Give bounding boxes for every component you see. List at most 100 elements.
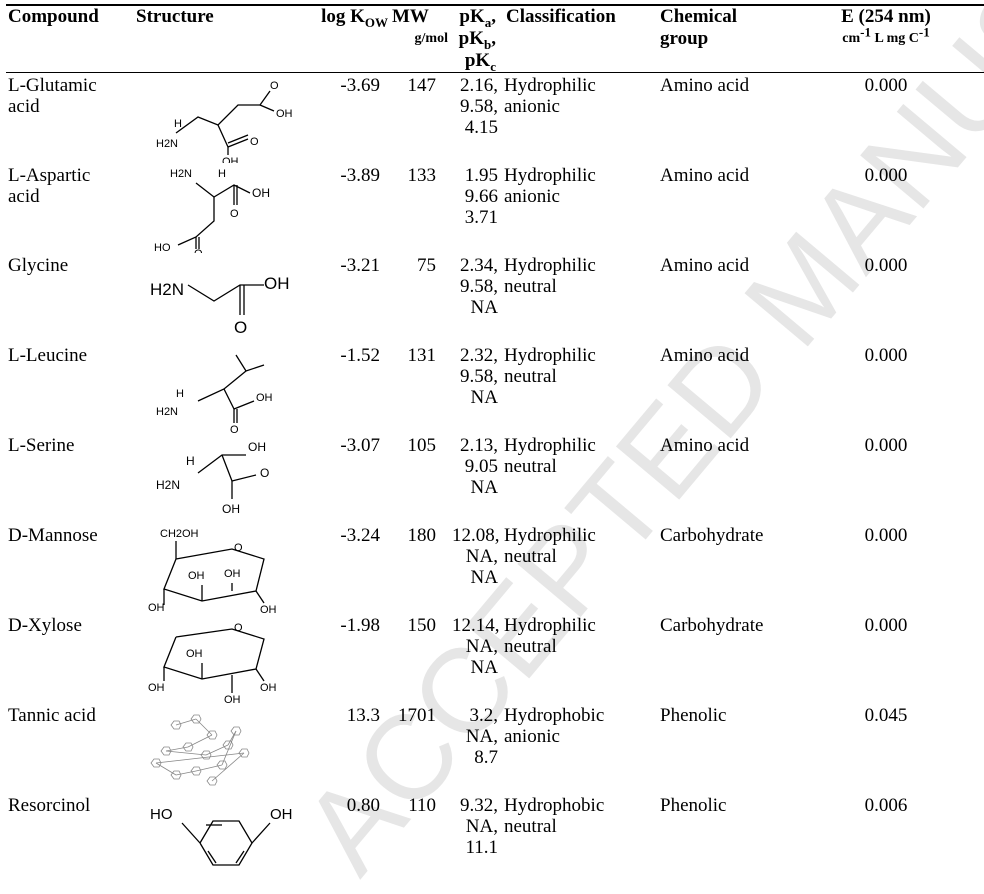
classification-charge: neutral [504, 636, 557, 657]
chemical-group-cell: Amino acid [660, 255, 750, 276]
mw-cell: 133 [407, 165, 437, 186]
e-cell: 0.000 [864, 255, 908, 276]
pk-b-value: NA, [465, 546, 498, 567]
logk-cell: -3.89 [340, 165, 380, 186]
mw-cell: 150 [407, 615, 437, 636]
classification-charge: neutral [504, 456, 557, 477]
pk-b-value: 9.05 [464, 456, 498, 477]
atom-label: O [270, 80, 279, 92]
pk-c-value: 4.15 [464, 117, 498, 138]
classification-primary: Hydrophobic [504, 705, 605, 726]
pk-a-value: 12.14, [452, 615, 500, 636]
classification-primary: Hydrophobic [504, 795, 605, 816]
logk-cell: 0.80 [346, 795, 380, 816]
pk-b-value: 9.58, [460, 276, 498, 297]
pk-b-value: NA, [465, 636, 498, 657]
mw-cell: 147 [407, 75, 437, 96]
atom-label: OH [148, 602, 165, 613]
classification-primary: Hydrophilic [504, 345, 596, 366]
compound-name-cont: acid [8, 186, 40, 207]
atom-label: H2N [156, 478, 180, 492]
atom-label: OH [224, 694, 241, 703]
mw-cell: 75 [417, 255, 436, 276]
compound-cell: L-Glutamic acid [6, 73, 134, 164]
pk-c-value: NA [470, 567, 498, 588]
atom-label: OH [224, 568, 241, 580]
pk-b-value: NA, [465, 816, 498, 837]
header-compound: Compound [8, 6, 99, 27]
compound-name: D-Xylose [8, 615, 82, 636]
compound-cell: Tannic acid [6, 703, 134, 793]
header-pk: pKa, pKb, pKc [450, 5, 498, 73]
header-mw: MW g/mol [390, 5, 450, 73]
header-classification: Classification [506, 6, 616, 27]
atom-label: OH [222, 156, 239, 163]
compound-name: L-Leucine [8, 345, 88, 366]
compound-cell: D-Mannose [6, 523, 134, 613]
pk-b-value: 9.66 [464, 186, 498, 207]
pk-cell: 9.32, NA, 11.1 [450, 793, 498, 883]
pk-c-value: NA [470, 297, 498, 318]
atom-label: H2N [150, 280, 184, 299]
logk-cell: -3.21 [340, 255, 380, 276]
classification-charge: anionic [504, 96, 560, 117]
pk-cell: 2.34, 9.58, NA [450, 253, 498, 343]
logk-cell: -3.24 [340, 525, 380, 546]
header-logk-sub: OW [364, 14, 388, 30]
structure-cell: H2NHOHOHOO [134, 163, 312, 253]
atom-label: O [234, 542, 243, 554]
header-pk-line3: pKc [452, 50, 496, 73]
classification-primary: Hydrophilic [504, 435, 596, 456]
header-mw-unit: g/mol [414, 31, 448, 46]
classification-charge: anionic [504, 186, 560, 207]
atom-label: H2N [156, 406, 178, 418]
header-e: E (254 nm)cm-1 L mg C-1 [788, 5, 984, 73]
pk-a-value: 2.34, [460, 255, 498, 276]
e-cell: 0.000 [864, 345, 908, 366]
pk-c-value: NA [470, 657, 498, 678]
pk-c-value: 3.71 [464, 207, 498, 228]
header-e-label: E (254 nm) [841, 6, 931, 27]
header-structure: Structure [136, 6, 214, 27]
compound-name: L-Serine [8, 435, 75, 456]
classification-cell: Hydrophobic neutral [498, 793, 658, 883]
pk-c-value: NA [470, 387, 498, 408]
classification-cell: Hydrophilic neutral [498, 613, 658, 703]
e-cell: 0.000 [864, 435, 908, 456]
header-mw-label: MW [392, 6, 429, 27]
pk-c-value: 11.1 [465, 837, 498, 858]
classification-primary: Hydrophilic [504, 525, 596, 546]
pk-b-value: 9.58, [460, 366, 498, 387]
chemical-group-cell: Carbohydrate [660, 615, 764, 636]
atom-label: OH [186, 648, 203, 660]
pk-a-value: 9.32, [460, 795, 498, 816]
header-pk-sub-b: b [484, 36, 492, 52]
pk-a-value: 1.95 [464, 165, 498, 186]
logk-cell: 13.3 [346, 705, 380, 726]
chemical-group-cell: Amino acid [660, 75, 750, 96]
header-pk-sub-a: a [484, 14, 492, 30]
logk-cell: -1.52 [340, 345, 380, 366]
classification-cell: Hydrophilic neutral [498, 343, 658, 433]
pk-a-value: 2.32, [460, 345, 498, 366]
e-cell: 0.000 [864, 525, 908, 546]
compound-name: Glycine [8, 255, 69, 276]
pk-cell: 3.2, NA, 8.7 [450, 703, 498, 793]
e-cell: 0.006 [864, 795, 908, 816]
logk-cell: -3.69 [340, 75, 380, 96]
classification-cell: Hydrophobic anionic [498, 703, 658, 793]
pk-cell: 2.32, 9.58, NA [450, 343, 498, 433]
